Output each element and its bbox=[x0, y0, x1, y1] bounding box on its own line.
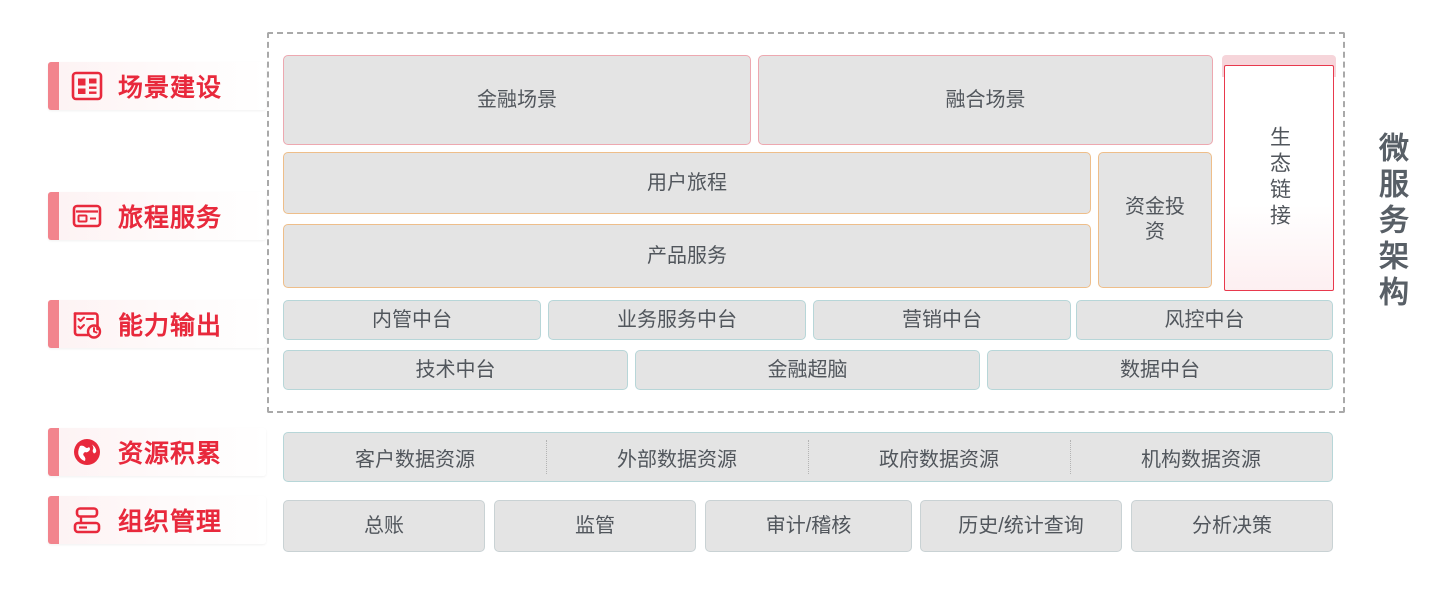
box-label: 风控中台 bbox=[1164, 308, 1245, 331]
scene-box-financial[interactable]: 金融场景 bbox=[283, 55, 751, 145]
globe-icon bbox=[70, 435, 104, 469]
box-label: 技术中台 bbox=[415, 358, 496, 381]
sidebar-item-label: 旅程服务 bbox=[118, 204, 223, 232]
midplatform-box-finance-brain[interactable]: 金融超脑 bbox=[635, 350, 980, 390]
sidebar-item-capability-output[interactable]: 能力输出 bbox=[48, 300, 266, 348]
sidebar-item-journey-service[interactable]: 旅程服务 bbox=[48, 192, 266, 240]
segment-label: 政府数据资源 bbox=[879, 448, 999, 471]
box-label: 总账 bbox=[364, 514, 404, 537]
box-label: 内管中台 bbox=[372, 308, 452, 331]
resource-segment-customer[interactable]: 客户数据资源 bbox=[284, 433, 546, 481]
box-label: 融合场景 bbox=[945, 88, 1026, 111]
checklist-clock-icon bbox=[70, 307, 104, 341]
box-label: 分析决策 bbox=[1192, 514, 1272, 537]
sidebar-item-label: 能力输出 bbox=[118, 312, 223, 340]
box-label: 产品服务 bbox=[647, 244, 727, 267]
journey-box-user-journey[interactable]: 用户旅程 bbox=[283, 152, 1091, 214]
resource-segment-institution[interactable]: 机构数据资源 bbox=[1070, 433, 1332, 481]
box-label: 历史/统计查询 bbox=[958, 514, 1084, 537]
sidebar-item-scene-building[interactable]: 场景建设 bbox=[48, 62, 266, 110]
org-box-analysis-decision[interactable]: 分析决策 bbox=[1131, 500, 1333, 552]
layout-grid-icon bbox=[70, 69, 104, 103]
box-label: 资金投资 bbox=[1125, 196, 1185, 243]
org-chart-icon bbox=[70, 503, 104, 537]
box-label: 数据中台 bbox=[1120, 358, 1200, 381]
midplatform-box-technology[interactable]: 技术中台 bbox=[283, 350, 628, 390]
midplatform-box-risk-control[interactable]: 风控中台 bbox=[1076, 300, 1333, 340]
box-label: 金融超脑 bbox=[767, 358, 848, 381]
data-resource-strip: 客户数据资源 外部数据资源 政府数据资源 机构数据资源 bbox=[283, 432, 1333, 482]
org-box-audit[interactable]: 审计/稽核 bbox=[705, 500, 912, 552]
microservice-architecture-label: 微服务架构 bbox=[1368, 72, 1412, 372]
sidebar-item-label: 场景建设 bbox=[118, 74, 223, 102]
sidebar-item-label: 资源积累 bbox=[118, 440, 223, 468]
box-label: 业务服务中台 bbox=[617, 308, 737, 331]
sidebar-item-label: 组织管理 bbox=[118, 508, 223, 536]
midplatform-box-business-service[interactable]: 业务服务中台 bbox=[548, 300, 806, 340]
box-label: 金融场景 bbox=[477, 88, 557, 111]
midplatform-box-internal[interactable]: 内管中台 bbox=[283, 300, 541, 340]
scene-box-integrated[interactable]: 融合场景 bbox=[758, 55, 1213, 145]
segment-label: 外部数据资源 bbox=[617, 448, 737, 471]
org-box-history-statistics[interactable]: 历史/统计查询 bbox=[920, 500, 1122, 552]
sidebar-item-organization-management[interactable]: 组织管理 bbox=[48, 496, 266, 544]
midplatform-box-marketing[interactable]: 营销中台 bbox=[813, 300, 1071, 340]
box-label: 营销中台 bbox=[902, 308, 982, 331]
sidebar-item-resource-accumulation[interactable]: 资源积累 bbox=[48, 428, 266, 476]
platform-boundary bbox=[267, 32, 1345, 413]
resource-segment-external[interactable]: 外部数据资源 bbox=[546, 433, 808, 481]
segment-label: 机构数据资源 bbox=[1141, 448, 1261, 471]
box-label: 用户旅程 bbox=[647, 171, 727, 194]
ecosystem-link-box[interactable]: 生态链接 bbox=[1224, 65, 1334, 291]
box-label: 审计/稽核 bbox=[765, 514, 852, 537]
box-label: 监管 bbox=[575, 514, 615, 537]
journey-box-product-service[interactable]: 产品服务 bbox=[283, 224, 1091, 288]
org-box-supervision[interactable]: 监管 bbox=[494, 500, 696, 552]
architecture-label-text: 微服务架构 bbox=[1374, 132, 1407, 312]
midplatform-box-data[interactable]: 数据中台 bbox=[987, 350, 1333, 390]
journey-box-fund-investment[interactable]: 资金投资 bbox=[1098, 152, 1212, 288]
segment-label: 客户数据资源 bbox=[355, 448, 475, 471]
box-label: 生态链接 bbox=[1267, 126, 1291, 230]
org-box-general-ledger[interactable]: 总账 bbox=[283, 500, 485, 552]
card-journey-icon bbox=[70, 199, 104, 233]
resource-segment-government[interactable]: 政府数据资源 bbox=[808, 433, 1070, 481]
